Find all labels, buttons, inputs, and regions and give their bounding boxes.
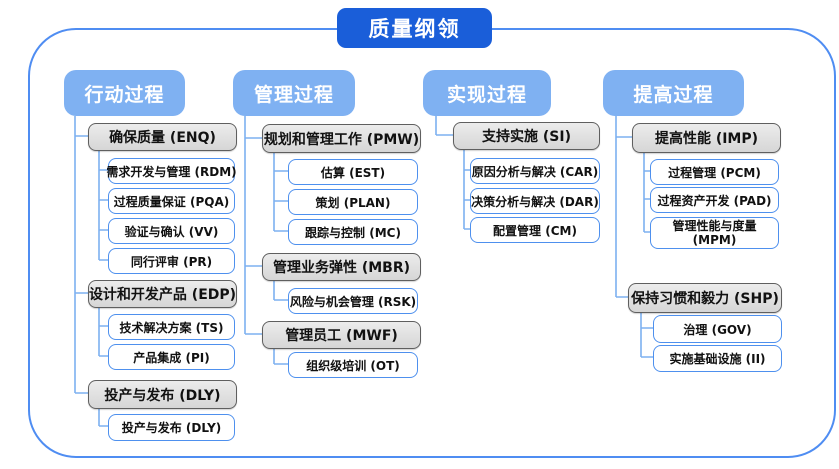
column-header-management-process: 管理过程 [233, 70, 355, 116]
node-pqa: 过程质量保证 (PQA) [108, 188, 235, 214]
node-mc: 跟踪与控制 (MC) [288, 219, 418, 245]
column-header-implementation-process: 实现过程 [423, 70, 551, 116]
node-cm: 配置管理 (CM) [470, 217, 600, 243]
node-pcm: 过程管理 (PCM) [650, 159, 779, 185]
node-pr: 同行评审 (PR) [108, 248, 235, 274]
column-header-action-process: 行动过程 [64, 70, 185, 116]
node-dly-group: 投产与发布 (DLY) [88, 380, 237, 409]
node-enq: 确保质量 (ENQ) [88, 123, 237, 151]
node-vv: 验证与确认 (VV) [108, 218, 235, 244]
node-pad: 过程资产开发 (PAD) [650, 187, 779, 213]
node-ii: 实施基础设施 (II) [653, 345, 782, 372]
node-mwf: 管理员工 (MWF) [262, 321, 421, 349]
node-gov: 治理 (GOV) [653, 315, 782, 343]
node-pmw: 规划和管理工作 (PMW) [262, 124, 421, 153]
node-imp: 提高性能 (IMP) [632, 123, 781, 153]
node-ot: 组织级培训 (OT) [288, 352, 418, 378]
node-mpm: 管理性能与度量 (MPM) [650, 217, 779, 249]
node-edp: 设计和开发产品 (EDP) [88, 280, 237, 308]
node-pi: 产品集成 (PI) [108, 344, 235, 370]
diagram-title: 质量纲领 [337, 8, 492, 48]
node-mbr: 管理业务弹性 (MBR) [262, 253, 421, 281]
node-dar: 决策分析与解决 (DAR) [470, 188, 600, 214]
node-ts: 技术解决方案 (TS) [108, 314, 235, 340]
node-plan: 策划 (PLAN) [288, 189, 418, 215]
node-rsk: 风险与机会管理 (RSK) [288, 288, 418, 314]
column-header-improvement-process: 提高过程 [603, 70, 744, 116]
node-shp: 保持习惯和毅力 (SHP) [628, 283, 782, 313]
node-si: 支持实施 (SI) [453, 122, 600, 150]
node-car: 原因分析与解决 (CAR) [470, 158, 600, 184]
node-est: 估算 (EST) [288, 159, 418, 185]
node-rdm: 需求开发与管理 (RDM) [106, 158, 237, 184]
node-dly: 投产与发布 (DLY) [108, 414, 235, 441]
